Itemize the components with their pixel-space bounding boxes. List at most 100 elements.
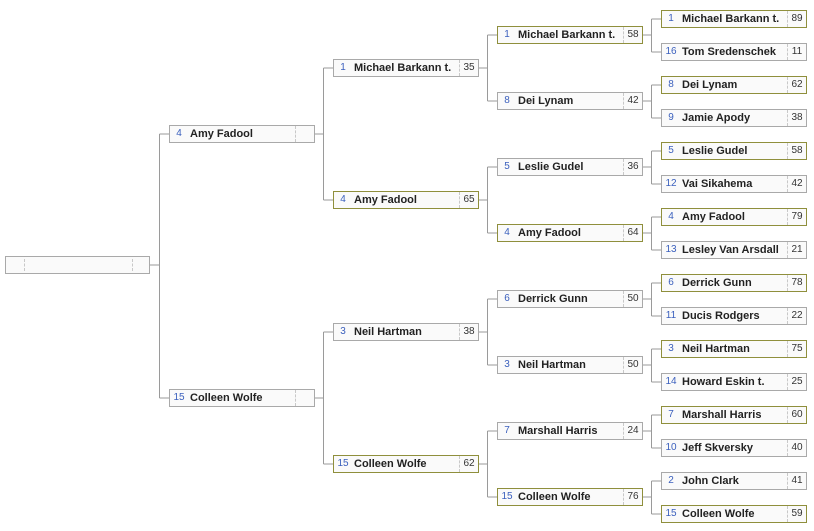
- player-name: Amy Fadool: [518, 227, 581, 239]
- player-name: Leslie Gudel: [682, 145, 748, 157]
- player-name: Colleen Wolfe: [190, 392, 263, 404]
- player-score: 42: [623, 93, 642, 109]
- player-score: 78: [787, 275, 806, 291]
- seed-number: 15: [501, 491, 513, 502]
- round-of-16-entry: 1 Michael Barkann t. 58: [497, 26, 643, 44]
- player-score: 58: [787, 143, 806, 159]
- seed-number: 10: [665, 442, 677, 453]
- player-score: 25: [787, 374, 806, 390]
- player-score: 60: [787, 407, 806, 423]
- seed-number: 4: [340, 194, 346, 205]
- player-score: 58: [623, 27, 642, 43]
- player-score: 40: [787, 440, 806, 456]
- player-name: Colleen Wolfe: [354, 458, 427, 470]
- round-of-16-entry: 4 Amy Fadool 64: [497, 224, 643, 242]
- player-score: 42: [787, 176, 806, 192]
- seed-number: 3: [504, 359, 510, 370]
- player-name: Jeff Skversky: [682, 442, 753, 454]
- player-name: John Clark: [682, 475, 739, 487]
- player-name: Derrick Gunn: [682, 277, 752, 289]
- seed-number: 15: [173, 392, 185, 403]
- seed-number: 15: [337, 458, 349, 469]
- seed-number: 13: [665, 244, 677, 255]
- seed-number: 4: [176, 128, 182, 139]
- player-name: Amy Fadool: [682, 211, 745, 223]
- quarterfinal-entry: 3 Neil Hartman 38: [333, 323, 479, 341]
- player-score: [295, 390, 314, 406]
- player-name: Colleen Wolfe: [518, 491, 591, 503]
- seed-number: 8: [504, 95, 510, 106]
- round-of-16-entry: 8 Dei Lynam 42: [497, 92, 643, 110]
- player-score: 79: [787, 209, 806, 225]
- player-score: 50: [623, 357, 642, 373]
- player-score: 21: [787, 242, 806, 258]
- player-name: Neil Hartman: [354, 326, 422, 338]
- seed-number: 15: [665, 508, 677, 519]
- round-of-32-entry: 10 Jeff Skversky 40: [661, 439, 807, 457]
- player-score: 62: [787, 77, 806, 93]
- seed-number: 11: [665, 310, 677, 321]
- seed-number: 7: [668, 409, 674, 420]
- round-of-32-entry: 14 Howard Eskin t. 25: [661, 373, 807, 391]
- seed-number: 1: [340, 62, 346, 73]
- player-score: 24: [623, 423, 642, 439]
- player-score: 65: [459, 192, 478, 208]
- champion-slot: [5, 256, 150, 274]
- player-score: 64: [623, 225, 642, 241]
- player-score: 41: [787, 473, 806, 489]
- round-of-32-entry: 6 Derrick Gunn 78: [661, 274, 807, 292]
- player-score: 75: [787, 341, 806, 357]
- player-score: 36: [623, 159, 642, 175]
- player-score: 50: [623, 291, 642, 307]
- seed-number: 4: [504, 227, 510, 238]
- player-name: Neil Hartman: [682, 343, 750, 355]
- seed-number: 2: [668, 475, 674, 486]
- seed-number: 14: [665, 376, 677, 387]
- player-name: Derrick Gunn: [518, 293, 588, 305]
- seed-number: 3: [668, 343, 674, 354]
- seed-number: 12: [665, 178, 677, 189]
- player-name: Michael Barkann t.: [518, 29, 616, 41]
- seed-number: 8: [668, 79, 674, 90]
- player-name: Michael Barkann t.: [682, 13, 780, 25]
- round-of-32-entry: 3 Neil Hartman 75: [661, 340, 807, 358]
- player-name: Marshall Harris: [682, 409, 762, 421]
- seed-number: 5: [504, 161, 510, 172]
- player-score: 11: [787, 44, 806, 60]
- round-of-32-entry: 12 Vai Sikahema 42: [661, 175, 807, 193]
- player-score: 38: [459, 324, 478, 340]
- player-name: Howard Eskin t.: [682, 376, 765, 388]
- player-name: Michael Barkann t.: [354, 62, 452, 74]
- seed-number: 1: [668, 13, 674, 24]
- player-name: Dei Lynam: [682, 79, 738, 91]
- player-name: Ducis Rodgers: [682, 310, 760, 322]
- semifinal-entry: 15 Colleen Wolfe: [169, 389, 315, 407]
- seed-number: 6: [668, 277, 674, 288]
- seed-number: 7: [504, 425, 510, 436]
- seed-number: 9: [668, 112, 674, 123]
- round-of-32-entry: 7 Marshall Harris 60: [661, 406, 807, 424]
- round-of-32-entry: 8 Dei Lynam 62: [661, 76, 807, 94]
- seed-number: 16: [665, 46, 677, 57]
- player-score: 38: [787, 110, 806, 126]
- player-name: Tom Sredenschek: [682, 46, 776, 58]
- player-name: Vai Sikahema: [682, 178, 753, 190]
- quarterfinal-entry: 4 Amy Fadool 65: [333, 191, 479, 209]
- player-name: Jamie Apody: [682, 112, 751, 124]
- seed-number: 3: [340, 326, 346, 337]
- round-of-32-entry: 9 Jamie Apody 38: [661, 109, 807, 127]
- seed-number: 1: [504, 29, 510, 40]
- round-of-32-entry: 2 John Clark 41: [661, 472, 807, 490]
- player-name: Dei Lynam: [518, 95, 574, 107]
- player-score: 35: [459, 60, 478, 76]
- player-name: Amy Fadool: [354, 194, 417, 206]
